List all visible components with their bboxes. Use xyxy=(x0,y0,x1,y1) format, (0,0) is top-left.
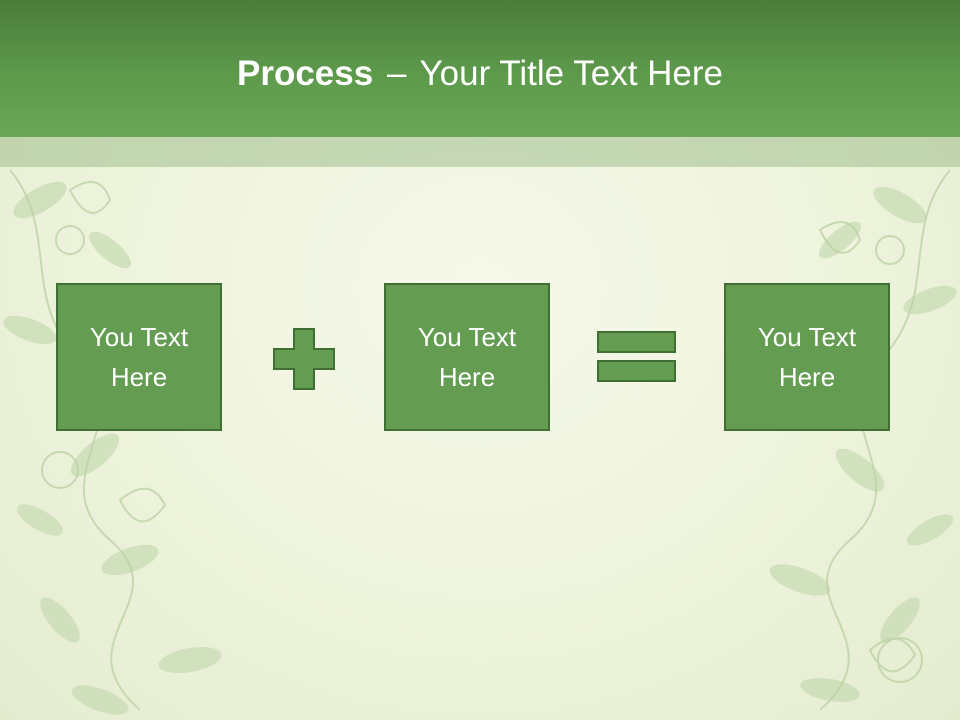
title-accent-strip xyxy=(0,137,960,167)
process-box-1-text: You Text Here xyxy=(89,322,189,392)
equals-icon xyxy=(597,331,676,382)
process-box-3[interactable]: You Text Here xyxy=(724,283,890,431)
process-box-2-text: You Text Here xyxy=(417,322,517,392)
title-rest-text: Your Title Text Here xyxy=(419,54,724,93)
title-separator: – xyxy=(386,54,407,93)
title-bold-text: Process xyxy=(236,54,374,93)
process-box-1[interactable]: You Text Here xyxy=(56,283,222,431)
process-box-2[interactable]: You Text Here xyxy=(384,283,550,431)
process-box-3-text: You Text Here xyxy=(757,322,857,392)
plus-icon xyxy=(273,328,335,390)
slide-title: Process – Your Title Text Here xyxy=(0,52,960,96)
title-bar: Process – Your Title Text Here xyxy=(0,0,960,137)
